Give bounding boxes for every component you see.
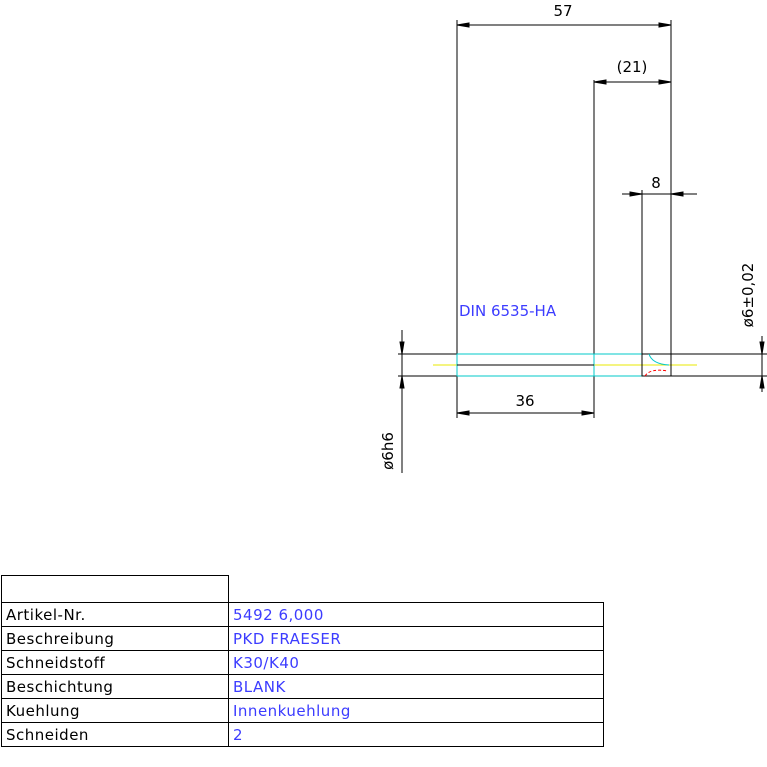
- cutter-edge-lower: [644, 369, 669, 377]
- dimension-overall-length-text: 57: [553, 2, 572, 20]
- row-key-beschichtung: Beschichtung: [1, 674, 229, 699]
- tool-body: [433, 353, 697, 377]
- table-row: Beschreibung PKD FRAESER: [1, 626, 604, 651]
- dimension-shank-length-text: 36: [515, 392, 534, 410]
- shank-standard-label: DIN 6535-HA: [459, 302, 557, 320]
- dimension-shank-diameter: [398, 330, 457, 473]
- row-key-kuehlung: Kuehlung: [1, 698, 229, 723]
- dimension-shank-length: [456, 376, 595, 418]
- arrow-right: [658, 79, 672, 85]
- arrow-left: [456, 22, 470, 28]
- row-value-schneidstoff: K30/K40: [228, 650, 604, 675]
- arrow-right: [670, 191, 684, 197]
- arrow-top: [399, 341, 405, 355]
- dimension-cutting-length: [622, 190, 697, 355]
- arrow-right: [581, 410, 595, 416]
- arrow-left: [593, 79, 607, 85]
- row-value-artikel: 5492 6,000: [228, 602, 604, 627]
- arrow-right: [658, 22, 672, 28]
- cutter-edge: [648, 353, 670, 366]
- arrow-bottom: [759, 375, 765, 389]
- table-header-cell: [1, 575, 229, 603]
- row-value-kuehlung: Innenkuehlung: [228, 698, 604, 723]
- table-row: Schneiden 2: [1, 722, 604, 747]
- dimension-cutting-length-text: 8: [651, 174, 661, 192]
- dimension-shank-to-end: [593, 79, 672, 355]
- dimension-shank-diameter-text: ø6h6: [379, 432, 397, 470]
- row-key-schneiden: Schneiden: [1, 722, 229, 747]
- arrow-bottom: [399, 375, 405, 389]
- table-header-row: [1, 575, 604, 603]
- title-block-table: Artikel-Nr. 5492 6,000 Beschreibung PKD …: [1, 575, 604, 747]
- dimension-cutting-diameter: [671, 336, 767, 392]
- table-row: Schneidstoff K30/K40: [1, 650, 604, 675]
- table-row: Beschichtung BLANK: [1, 674, 604, 699]
- cutting-head: [641, 353, 672, 377]
- row-key-beschreibung: Beschreibung: [1, 626, 229, 651]
- row-value-beschreibung: PKD FRAESER: [228, 626, 604, 651]
- arrow-left: [456, 410, 470, 416]
- arrow-top: [759, 341, 765, 355]
- table-row: Kuehlung Innenkuehlung: [1, 698, 604, 723]
- table-row: Artikel-Nr. 5492 6,000: [1, 602, 604, 627]
- dimension-overall-length: [456, 20, 672, 355]
- row-key-artikel: Artikel-Nr.: [1, 602, 229, 627]
- dimension-shank-to-end-text: (21): [617, 58, 648, 76]
- arrow-left: [629, 191, 643, 197]
- row-value-schneiden: 2: [228, 722, 604, 747]
- row-key-schneidstoff: Schneidstoff: [1, 650, 229, 675]
- row-value-beschichtung: BLANK: [228, 674, 604, 699]
- dimension-cutting-diameter-text: ø6±0,02: [739, 263, 757, 328]
